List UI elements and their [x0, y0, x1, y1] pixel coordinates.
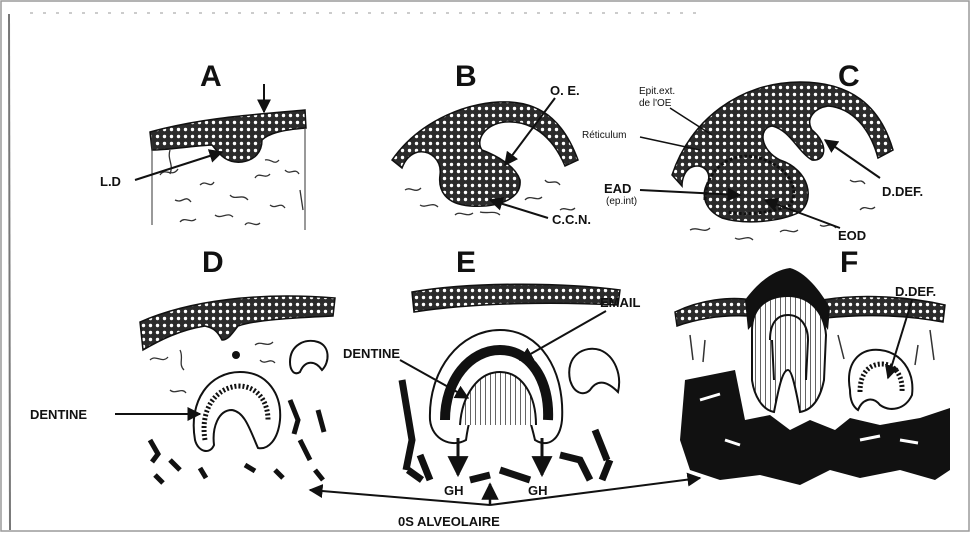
left-border	[9, 14, 10, 530]
label-ep-int: (ep.int)	[606, 196, 637, 207]
label-epit-ext: Epit.ext.	[639, 86, 675, 97]
panel-b-letter: B	[455, 60, 477, 93]
label-ld: L.D	[100, 174, 121, 189]
label-dentine-d: DENTINE	[30, 407, 87, 422]
label-ddef-c: D.DEF.	[882, 184, 923, 199]
panel-a-letter: A	[200, 60, 222, 93]
panel-d-letter: D	[202, 246, 224, 279]
label-eod: EOD	[838, 228, 866, 243]
label-email: EMAIL	[600, 295, 641, 310]
label-ccn: C.C.N.	[552, 212, 591, 227]
panel-f-letter: F	[840, 246, 858, 279]
label-gh-right: GH	[528, 483, 548, 498]
label-oe: O. E.	[550, 83, 580, 98]
label-reticulum: Réticulum	[582, 130, 626, 141]
label-ead: EAD	[604, 181, 631, 196]
label-de-oe: de l'OE	[639, 98, 672, 109]
label-gh-left: GH	[444, 483, 464, 498]
label-dentine-e: DENTINE	[343, 346, 400, 361]
label-ddef-f: D.DEF.	[895, 284, 936, 299]
panel-c-letter: C	[838, 60, 860, 93]
label-os-alveolaire: 0S ALVEOLAIRE	[398, 514, 500, 529]
panel-e-letter: E	[456, 246, 476, 279]
